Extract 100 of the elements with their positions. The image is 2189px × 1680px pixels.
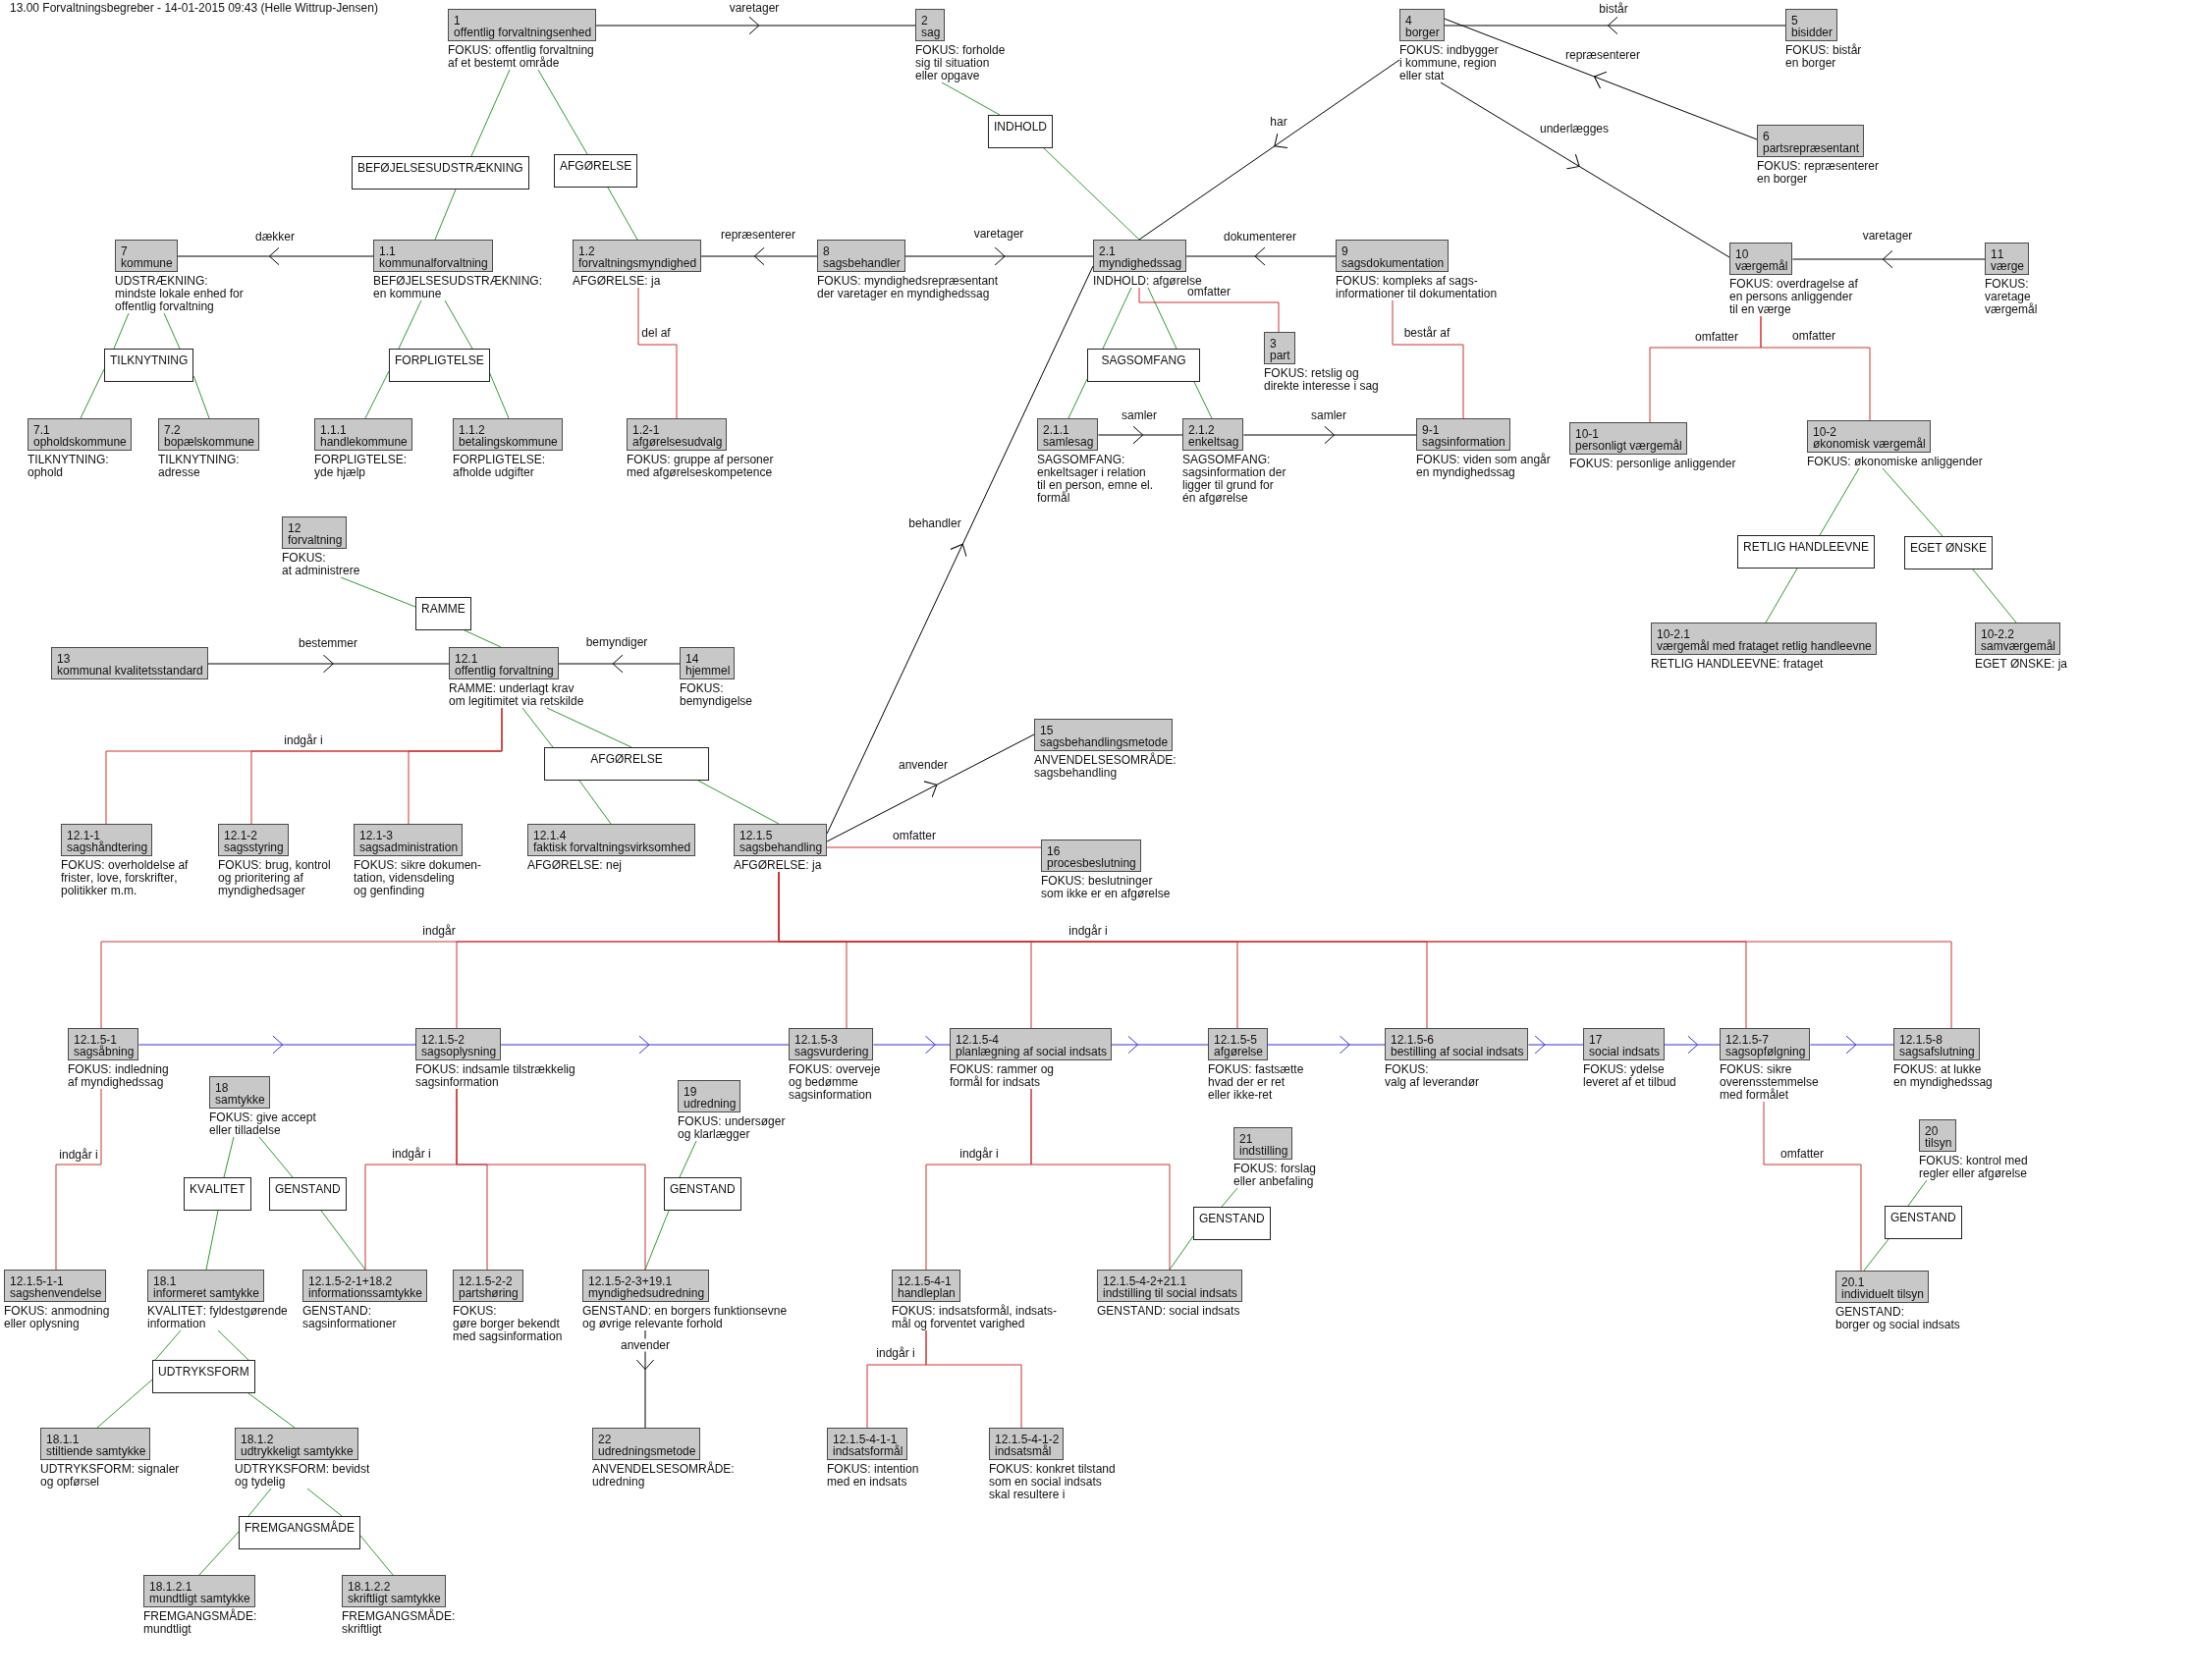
connector-line [1221,1187,1238,1208]
definition-text: FOKUS: sikre overensstemmelse med formålet [1720,1063,1819,1102]
connector-line [1760,315,1871,421]
edge-label: repræsenterer [1564,48,1641,62]
concept-number: 1.1.2 [459,424,485,436]
connector-line [55,1088,102,1271]
definition-text: TILKNYTNING: adresse [158,454,240,479]
concept-name: udredningsmetode [598,1445,696,1457]
concept-name: handlekommune [320,436,408,448]
connector-line [340,576,416,608]
definition-text: FORPLIGTELSE: afholde udgifter [453,454,546,479]
concept-number: 10 [1735,248,1749,260]
edge-label: del af [640,326,672,340]
connector-line [637,287,678,419]
concept-name: udtrykkeligt samtykke [241,1445,354,1457]
characteristic-box: BEFØJELSESUDSTRÆKNING [352,156,529,190]
connector-line [359,1535,394,1576]
edge-label: repræsenterer [720,228,796,242]
concept-name: skriftligt samtykke [348,1593,441,1604]
concept-number: 12.1.5-3 [794,1034,839,1046]
concept-number: 12.1.5-1 [74,1034,118,1046]
arrow [826,265,1094,835]
arrow [1138,59,1400,241]
connector-line [464,629,502,648]
edge-label: indgår i [875,1346,916,1360]
concept-name: sagsinformation [1422,436,1505,448]
concept-number: 15 [1040,725,1054,736]
concept-number: 12.1.4 [533,830,567,841]
concept-name: sagsopfølgning [1725,1046,1806,1057]
definition-text: FOKUS: indledning af myndighedssag [68,1063,169,1089]
definition-text: FOKUS: ydelse leveret af et tilbud [1583,1063,1676,1089]
definition-text: FOKUS: konkret tilstand som en social indsats skal resultere i [989,1463,1116,1501]
concept-name: kommune [121,257,173,269]
characteristic-box: GENSTAND [1193,1207,1271,1240]
connector-line [1882,467,1943,537]
characteristic-box: GENSTAND [664,1177,741,1211]
definition-text: SAGSOMFANG: sagsinformation der ligger til grund for én afgørelse [1182,454,1286,505]
concept-number: 19 [684,1086,697,1098]
concept-number: 20.1 [1841,1276,1865,1288]
concept-name: sagsbehandler [823,257,901,269]
concept-number: 12.1.5-4-1-2 [995,1434,1060,1445]
definition-text: BEFØJELSESUDSTRÆKNING: en kommune [373,275,543,300]
connector-line [941,81,1001,116]
definition-text: FOKUS: gøre borger bekendt med sagsinformation [453,1305,563,1343]
connector-line [364,370,390,419]
concept-number: 18.1.2.1 [149,1581,192,1593]
connector-line [1763,1101,1862,1272]
connector-line [778,871,1952,1029]
edge-label: dækker [254,230,296,244]
arrow [1444,18,1758,140]
connector-line [192,375,210,419]
arrow [595,16,916,35]
definition-text: FREMGANGSMÅDE: skriftligt [342,1610,456,1636]
definition-text: FOKUS: offentlig forvaltning af et bestemt område [448,44,594,70]
concept-number: 2.1 [1099,245,1116,257]
concept-number: 12.1-1 [67,830,101,841]
concept-number: 12.1.5-4 [956,1034,1000,1046]
concept-number: 12.1.5-2-2 [459,1275,513,1287]
definition-text: FOKUS: personlige anliggender [1569,458,1736,470]
definition-text: UDSTRÆKNING: mindste lokale enhed for offentlig forvaltning [115,275,244,313]
concept-name: forvaltning [288,534,343,546]
connector-line [1392,299,1464,419]
concept-name: sagsbehandlingsmetode [1040,736,1169,748]
characteristic-box: SAGSOMFANG [1087,349,1200,382]
concept-name: opholdskommune [33,436,127,448]
concept-name: part [1270,350,1290,361]
concept-name: enkeltsag [1188,436,1239,448]
definition-text: SAGSOMFANG: enkeltsager i relation til en person, emne el. formål [1037,454,1154,505]
definition-text: KVALITET: fyldestgørende information [147,1305,288,1330]
concept-name: social indsats [1589,1046,1661,1057]
definition-text: FOKUS: kompleks af sags- informationer til dokumentation [1336,275,1498,300]
definition-text: GENSTAND: borger og social indsats [1835,1306,1960,1331]
concept-name: sagsoplysning [421,1046,497,1057]
concept-name: sagshenvendelse [10,1287,102,1299]
definition-text: FOKUS: overdragelse af en persons anliggender til en værge [1729,278,1858,316]
connector-line [444,299,473,350]
concept-name: sagsdokumentation [1341,257,1445,269]
arrow [500,1035,790,1055]
connector-line [205,1210,219,1271]
connector-line [1907,1179,1928,1207]
edge-label: bistår [1598,2,1629,16]
concept-number: 8 [823,245,830,257]
definition-text: FOKUS: myndighedsrepræsentant der varetager en myndighedssag [817,275,999,300]
concept-number: 18.1.2.2 [348,1581,391,1593]
connector-line [607,187,638,241]
connector-line [1067,378,1088,419]
concept-number: 1.1.1 [320,424,347,436]
edge-label: omfatter [1186,285,1231,298]
definition-text: ANVENDELSESOMRÅDE: udredning [592,1463,735,1489]
concept-name: sagshåndtering [67,841,148,853]
definition-text: FOKUS: økonomiske anliggender [1807,456,1983,468]
connector-line [320,1210,366,1271]
edge-label: har [1269,115,1288,129]
concept-name: procesbeslutning [1047,857,1136,869]
definition-text: FOKUS: intention med en indsats [827,1463,919,1489]
arrow [1242,425,1417,445]
concept-name: bisidder [1791,27,1833,38]
characteristic-box: FORPLIGTELSE [389,349,490,382]
definition-text: FOKUS: overholdelse af frister, love, forskrifter, politikker m.m. [61,859,189,897]
definition-text: FOKUS: indsamle tilstrækkelig sagsinformation [415,1063,575,1089]
